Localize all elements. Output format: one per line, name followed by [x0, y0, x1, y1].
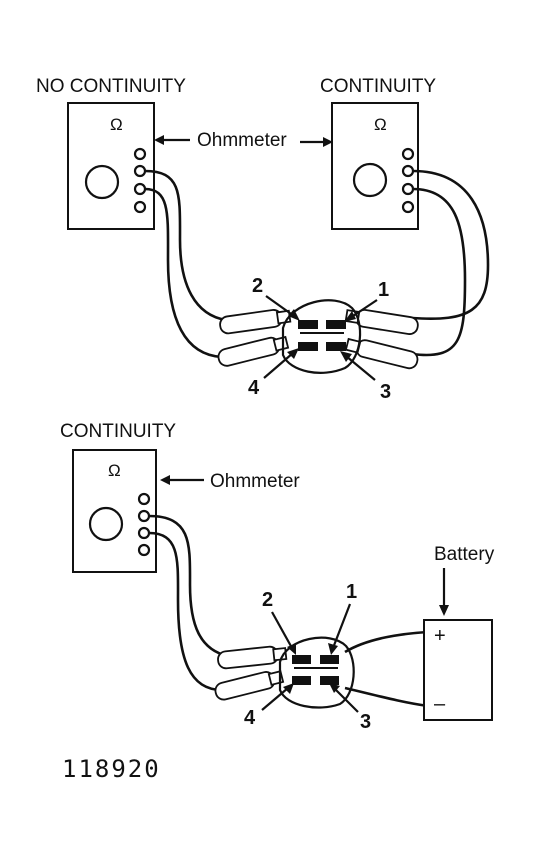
test-leads-bottom [148, 514, 429, 708]
ohm-symbol-icon: Ω [110, 115, 123, 134]
continuity-ohmmeter-top: CONTINUITY Ω [320, 76, 436, 230]
ohm-symbol-icon: Ω [108, 461, 121, 480]
terminal-2-label: 2 [262, 589, 273, 611]
no-continuity-ohmmeter: NO CONTINUITY Ω [36, 76, 186, 230]
battery-plus-label: + [434, 625, 446, 647]
test-leads-top [144, 169, 490, 359]
meter-dial-icon [84, 164, 120, 200]
battery-icon [423, 619, 493, 721]
continuity-label-bottom: CONTINUITY [60, 421, 176, 442]
terminal-3-label: 3 [380, 381, 391, 403]
figure-number: 118920 [62, 755, 161, 783]
terminal-1-label: 1 [378, 279, 389, 301]
meter-dial-icon [88, 506, 124, 542]
continuity-label-top: CONTINUITY [320, 76, 436, 97]
terminal-2-label: 2 [252, 275, 263, 297]
switch-connector-top [217, 299, 419, 374]
battery: Battery + – [423, 544, 495, 721]
ohmmeter-callout-top: Ohmmeter [154, 130, 333, 151]
continuity-ohmmeter-bottom: CONTINUITY Ω [60, 421, 176, 573]
no-continuity-label: NO CONTINUITY [36, 76, 186, 97]
ohmmeter-label-top: Ohmmeter [197, 130, 287, 151]
terminal-labels-bottom: 1 2 3 4 [244, 581, 371, 733]
battery-label: Battery [434, 544, 495, 565]
terminal-labels-top: 1 2 3 4 [248, 275, 391, 403]
terminal-3-label: 3 [360, 711, 371, 733]
terminal-4-label: 4 [248, 377, 260, 399]
ohm-symbol-icon: Ω [374, 115, 387, 134]
terminal-4-label: 4 [244, 707, 256, 729]
terminal-1-label: 1 [346, 581, 357, 603]
switch-connector-bottom [214, 636, 355, 709]
battery-minus-label: – [434, 693, 446, 715]
ohmmeter-label-bottom: Ohmmeter [210, 471, 300, 492]
ohmmeter-callout-bottom: Ohmmeter [160, 471, 300, 492]
meter-dial-icon [352, 162, 388, 198]
